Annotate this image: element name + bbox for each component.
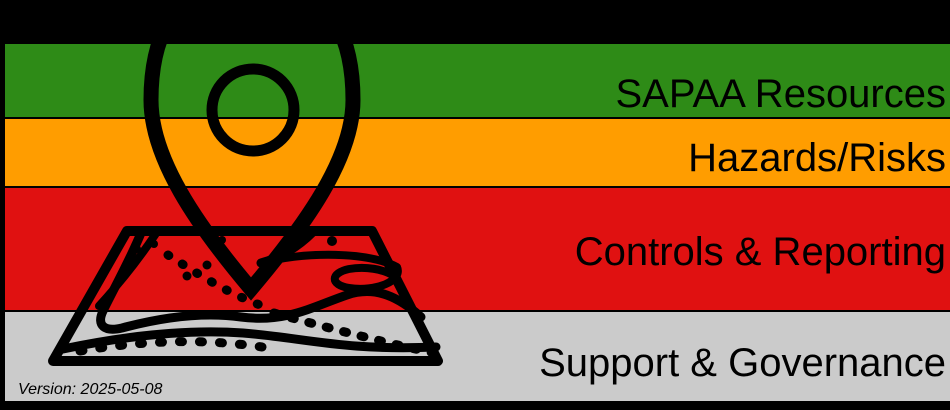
band-hazards-risks[interactable]: Hazards/Risks (5, 119, 950, 186)
version-label: Version: 2025-05-08 (18, 381, 163, 398)
band-controls-reporting-label: Controls & Reporting (574, 230, 946, 274)
band-support-governance-label: Support & Governance (539, 340, 946, 385)
band-controls-reporting[interactable]: Controls & Reporting (5, 188, 950, 310)
band-sapaa-resources-label: SAPAA Resources (615, 72, 946, 116)
band-hazards-risks-label: Hazards/Risks (688, 136, 946, 180)
band-sapaa-resources[interactable]: SAPAA Resources (5, 44, 950, 117)
